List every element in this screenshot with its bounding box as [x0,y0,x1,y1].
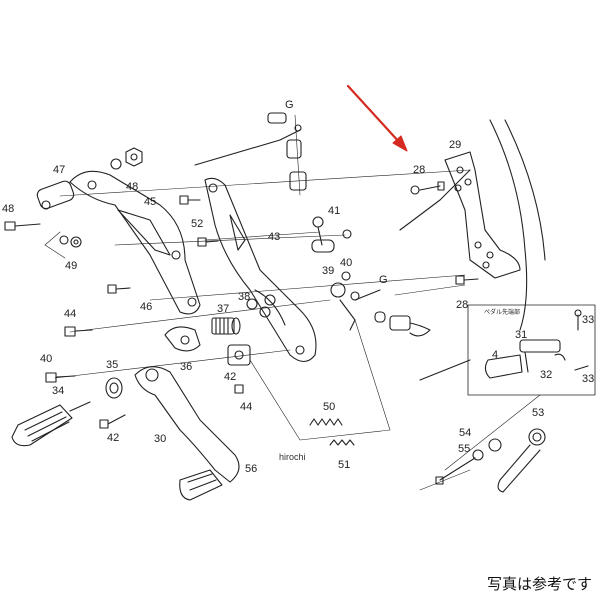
label-4: 4 [492,349,498,361]
label-39: 39 [322,265,334,277]
label-43: 43 [268,231,280,243]
part-31-pedal-tip [519,339,561,373]
part-48-bolt-left [4,221,41,231]
part-45-plate [69,170,201,315]
part-38-collar [246,298,271,318]
lower-right-detail [419,394,541,491]
label-45: 45 [144,196,156,208]
part-33-screws [574,309,589,371]
part-50-spring [309,418,343,426]
part-40-bolt-lower [45,372,76,383]
part-36-lever [164,326,201,352]
part-51-spring [329,439,355,446]
part-28-bolt-lower [455,275,479,285]
label-g-lower: G [379,274,388,286]
label-28-lower: 28 [456,299,468,311]
part-29-plate [444,151,521,279]
label-42-right: 42 [224,371,236,383]
label-32: 32 [540,369,552,381]
label-54: 54 [459,427,471,439]
label-37: 37 [217,303,229,315]
inset-note: ペダル先端部 [484,308,520,316]
part-52-bolts [179,195,219,247]
label-33-lower: 33 [582,373,594,385]
label-52: 52 [191,218,203,230]
part-43-main-plate [204,177,317,363]
part-4-rubber [484,354,523,379]
part-32-clip [554,353,566,361]
part-46-bolt [107,284,131,294]
label-36: 36 [180,361,192,373]
label-48-top: 48 [126,181,138,193]
red-arrow [346,84,408,152]
watermark: hirochi [279,452,306,462]
part-g-rod-upper [267,112,307,191]
part-54-bolt [435,438,502,485]
part-53-arm [497,428,546,493]
part-35-collar [105,377,123,399]
label-46: 46 [140,301,152,313]
part-39-40-clamp [330,271,360,331]
part-37-spindle [211,317,241,335]
label-44-upper: 44 [64,308,76,320]
frame-outline [194,119,546,381]
label-41: 41 [328,205,340,217]
label-44-lower: 44 [240,401,252,413]
label-33-upper: 33 [582,314,594,326]
part-30-shift-pedal [134,366,240,483]
label-53: 53 [532,407,544,419]
part-28-bolt-upper [410,181,445,195]
label-56: 56 [245,463,257,475]
label-42-left: 42 [107,432,119,444]
label-34: 34 [52,385,64,397]
label-35: 35 [106,359,118,371]
label-g-upper: G [285,99,294,111]
part-47-bracket [36,180,75,210]
reference-photo-caption: 写真は参考です [486,575,592,593]
spring-guide-lines [249,319,391,441]
label-49: 49 [65,260,77,272]
part-labels: 47 48 48 45 49 46 52 G 43 41 28 29 39 40… [2,99,594,475]
label-28-upper: 28 [413,164,425,176]
part-56-toe-rubber [179,469,223,501]
label-51: 51 [338,459,350,471]
part-34-footpeg [11,401,91,447]
label-40-lower: 40 [40,353,52,365]
part-44-bolt-upper [64,326,93,337]
axis-lines [44,114,471,379]
label-55: 55 [458,443,470,455]
part-48-nut-top [110,147,143,170]
label-30: 30 [154,433,166,445]
part-42-bracket-right [227,344,251,394]
label-47: 47 [53,164,65,176]
label-50: 50 [323,401,335,413]
part-42-bolt-left [99,414,126,429]
part-g-rod-lower [354,289,431,337]
inset-detail-box [467,304,596,396]
label-29: 29 [449,139,461,151]
label-38: 38 [238,291,250,303]
part-49-washers [59,235,82,248]
label-48-left: 48 [2,203,14,215]
label-40-upper: 40 [340,257,352,269]
label-31: 31 [515,329,527,341]
part-41-rod-end [311,216,352,253]
